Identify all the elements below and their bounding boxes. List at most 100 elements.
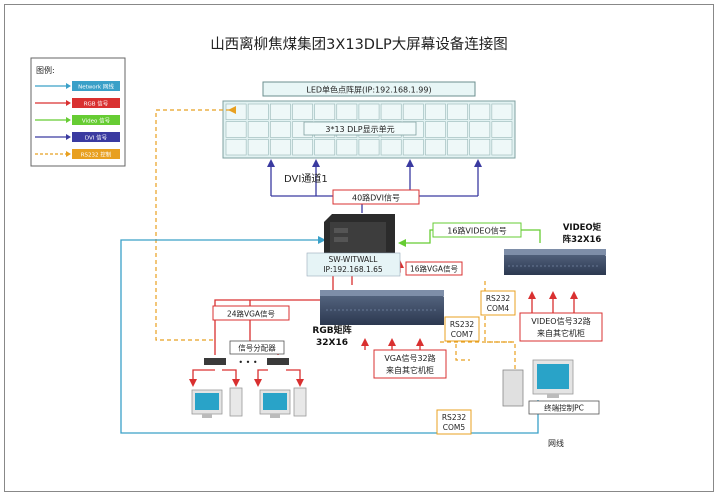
monitor-1-stand: [202, 414, 212, 418]
monitor-2-screen: [263, 393, 287, 410]
dvi-signal-box: [332, 189, 420, 205]
dlp-wall-label-box: [303, 121, 417, 136]
dlp-cell: [292, 103, 313, 120]
wall-controller: [324, 214, 395, 257]
legend-arrow-icon: [66, 134, 71, 140]
monitor-1-screen: [195, 393, 219, 410]
dlp-cell: [247, 103, 269, 120]
vga-source-box: [373, 349, 447, 379]
rs232-com5-line1: RS232: [442, 413, 467, 422]
wall-controller-info-box: [306, 252, 401, 277]
dlp-cell: [425, 139, 446, 156]
dlp-cell: [491, 121, 513, 138]
video-source-line2: 来自其它机柜: [537, 328, 585, 338]
vga-source-line1: VGA信号32路: [384, 353, 435, 363]
control-pc-stand: [547, 394, 559, 398]
control-pc: [502, 359, 574, 407]
rs232-com4-line2: COM4: [487, 304, 510, 313]
video-signal-label: 16路VIDEO信号: [447, 226, 507, 236]
rs232-line-wall: [155, 106, 236, 341]
dlp-wall-label: 3*13 DLP显示单元: [325, 124, 394, 134]
legend-arrow-icon: [66, 83, 71, 89]
dlp-cell: [425, 103, 446, 120]
dlp-cell: [402, 139, 424, 156]
splitter-to-pc1: [189, 369, 215, 387]
rgb-vga-label: 16路VGA信号: [410, 264, 458, 274]
wall-controller-ip: IP:192.168.1.65: [323, 265, 383, 274]
dlp-cell: [380, 103, 402, 120]
rgb-matrix-title-1: RGB矩阵: [312, 324, 351, 336]
dlp-cell: [491, 103, 513, 120]
splitter-devices: [204, 358, 289, 365]
video-source-line1: VIDEO信号32路: [531, 316, 591, 326]
rgb-matrix: [320, 290, 444, 325]
page-frame: [4, 4, 714, 492]
rs232-com7-line2: COM7: [451, 330, 474, 339]
dlp-cell: [225, 121, 247, 138]
video-matrix-title-1: VIDEO矩: [563, 222, 602, 233]
legend-frame: [30, 57, 126, 167]
rgb-matrix-top: [320, 290, 444, 296]
dlp-cell: [247, 139, 269, 156]
control-pc-label: 终端控制PC: [544, 403, 584, 413]
legend-arrow-icon: [66, 117, 71, 123]
dlp-cell: [469, 103, 491, 120]
dlp-cell: [336, 103, 358, 120]
dlp-cell: [314, 139, 336, 156]
legend-item-label: RGB 信号: [84, 100, 109, 108]
dlp-cell: [336, 139, 358, 156]
dlp-cell: [380, 139, 402, 156]
splitter-device-2: [267, 358, 289, 365]
dvi-lines: [267, 159, 482, 213]
legend-heading: 图例:: [36, 65, 55, 75]
monitor-2-stand: [270, 414, 280, 418]
rs232-com4-box: [480, 290, 516, 316]
network-label: 网线: [548, 438, 564, 448]
splitter2-to-pc4: [286, 369, 304, 387]
dlp-cell: [447, 139, 468, 156]
wall-controller-name: SW-WITWALL: [329, 255, 379, 264]
rs232-com7-line1: RS232: [450, 320, 475, 329]
dlp-cell: [491, 139, 513, 156]
diagram-title: 山西离柳焦煤集团3X13DLP大屏幕设备连接图: [210, 36, 508, 53]
splitter2-to-pc3: [254, 369, 268, 387]
led-panel: [262, 81, 476, 97]
legend-arrow-icon: [66, 151, 71, 157]
legend-swatch: [72, 149, 120, 159]
legend-item-label: Network 网线: [78, 83, 114, 91]
dlp-cell: [358, 139, 380, 156]
led-panel-label: LED单色点阵屏(IP:192.168.1.99): [306, 85, 431, 95]
control-pc-tower-icon: [502, 369, 524, 407]
tower-1-icon: [229, 387, 243, 417]
splitter-label-box: [229, 340, 285, 355]
video-matrix-top: [504, 249, 606, 255]
legend-swatch: [72, 115, 120, 125]
tower-2-icon: [293, 387, 307, 417]
dlp-cell: [469, 139, 491, 156]
splitter-device-1: [204, 358, 226, 365]
legend-item-label: Video 信号: [82, 117, 111, 125]
rgb-matrix-chassis: [320, 290, 444, 325]
dlp-cell: [358, 103, 380, 120]
vga24-label: 24路VGA信号: [227, 309, 275, 319]
video-signal-box: [432, 222, 522, 238]
rgb-matrix-title-2: 32X16: [316, 338, 348, 348]
dlp-cell: [225, 139, 247, 156]
splitter-to-pc2: [222, 369, 240, 387]
rs232-com5-box: [436, 409, 472, 435]
wall-controller-bay-2: [334, 237, 348, 242]
dlp-cell: [402, 103, 424, 120]
splitter-label: 信号分配器: [238, 343, 276, 353]
dvi-channel-label: DVI通道1: [284, 172, 328, 185]
dlp-cell: [447, 103, 468, 120]
video-matrix-title-2: 阵32X16: [563, 234, 602, 245]
rs232-com7-box: [444, 316, 480, 342]
rgb-vga-box: [405, 261, 463, 276]
dlp-cell: [247, 121, 269, 138]
workstations: [191, 387, 307, 418]
vga24-box: [212, 305, 290, 321]
wall-controller-bay: [334, 228, 348, 233]
